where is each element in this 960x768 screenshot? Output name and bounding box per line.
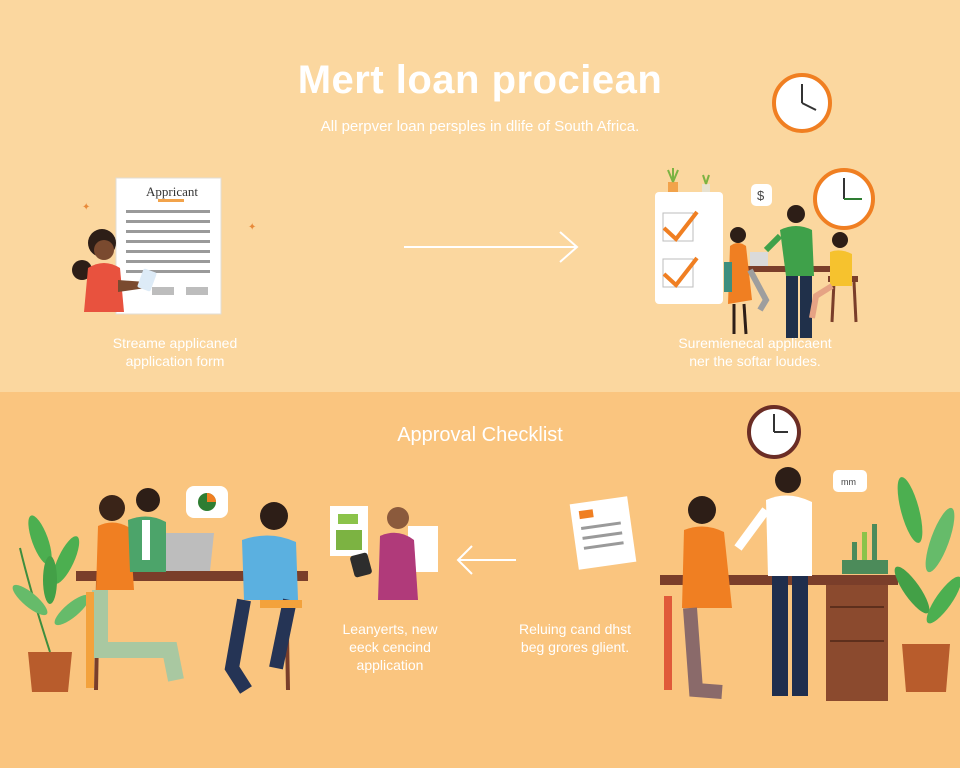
- potted-plant-left: [12, 515, 90, 692]
- page-subtitle: All perpver loan persples in dlife of So…: [320, 118, 640, 135]
- woman-orange-dress: [728, 227, 752, 335]
- page-title: Mert loan prociean: [297, 58, 663, 102]
- floating-document: [569, 496, 637, 570]
- svg-text:✦: ✦: [248, 222, 256, 233]
- plant-icons: [667, 168, 710, 192]
- woman-seated-orange: [664, 496, 732, 699]
- clock-icon: [747, 405, 801, 459]
- woman-orange-top: [86, 495, 184, 688]
- clock-icon: [813, 168, 875, 230]
- small-speech-bubble: mm: [833, 470, 867, 492]
- sparkle-icons: ✦ ✦: [82, 202, 256, 233]
- man-green-vest: [128, 488, 166, 572]
- svg-text:$: $: [757, 188, 765, 203]
- potted-plant-right: [894, 477, 960, 692]
- arrow-right-icon: [404, 231, 579, 263]
- application-document: Appricant: [115, 177, 222, 315]
- man-standing-white-shirt: [734, 467, 812, 696]
- svg-text:✦: ✦: [82, 202, 90, 213]
- applicant-woman: [72, 229, 157, 312]
- dollar-speech-bubble: $: [751, 184, 772, 206]
- document-heading: Appricant: [146, 184, 198, 199]
- woman-with-tablet: [330, 506, 438, 600]
- woman-blue-top: [224, 502, 302, 694]
- chart-speech-bubble: [186, 486, 228, 518]
- seated-person-yellow: [809, 232, 852, 319]
- step-caption-approval-meeting: Reluing cand dhst beg grores glient.: [518, 621, 632, 655]
- step-caption-application-form: Streame applicaned application form: [112, 335, 238, 369]
- approval-checklist-title: Approval Checklist: [397, 424, 563, 446]
- arrow-left-icon: [456, 545, 516, 575]
- step-caption-review-meeting: Suremienecal applicaent ner the softar l…: [678, 335, 832, 369]
- clock-icon: [772, 73, 832, 133]
- seated-person-grey: [724, 262, 770, 312]
- checklist-board: [655, 192, 723, 304]
- step-caption-new-application: Leanyerts, new eeck cencind application: [342, 621, 438, 673]
- svg-text:mm: mm: [841, 477, 856, 487]
- man-green-shirt: [763, 205, 814, 338]
